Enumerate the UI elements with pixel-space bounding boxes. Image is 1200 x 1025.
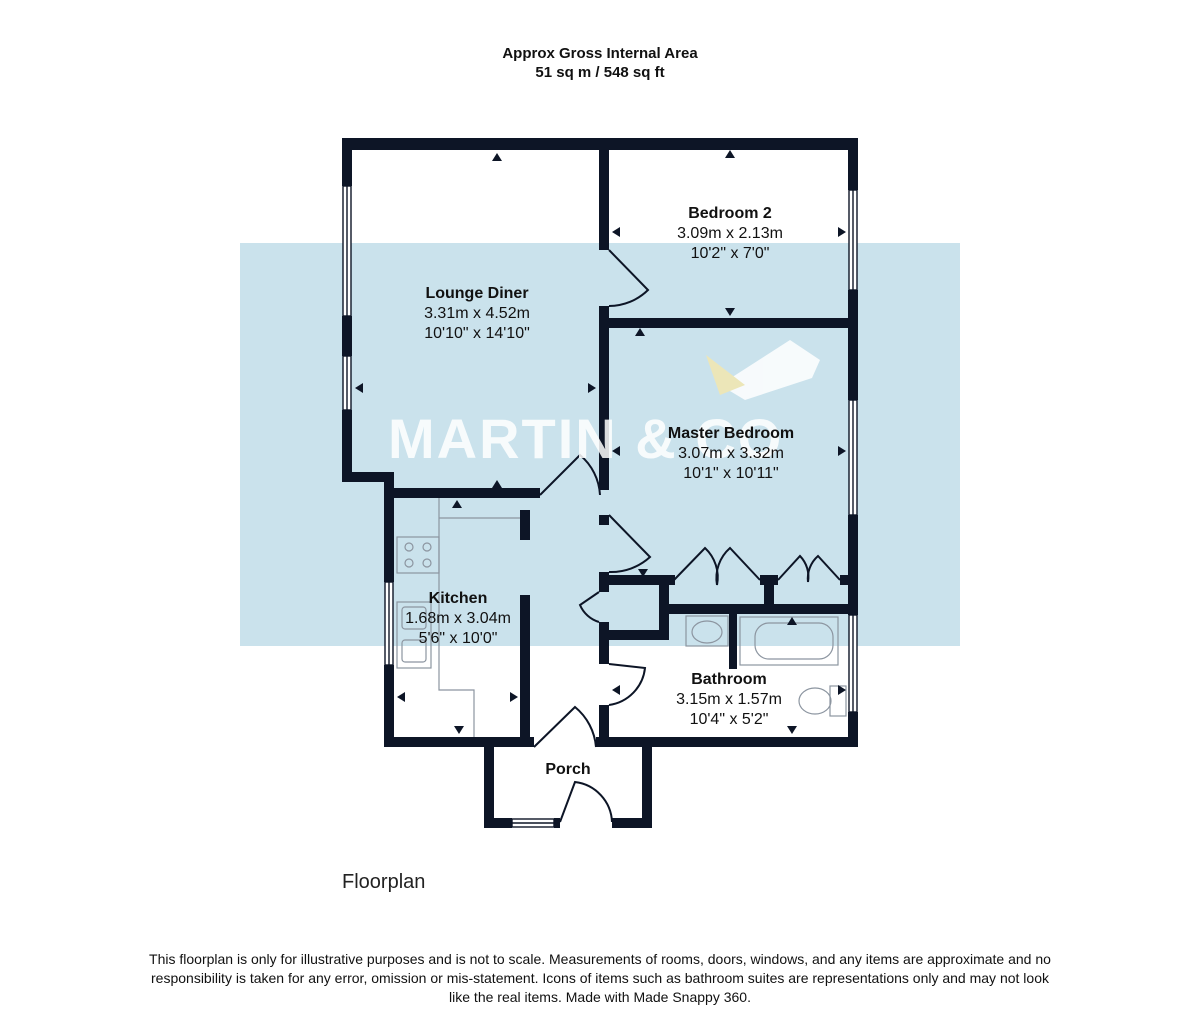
door-swing xyxy=(673,546,719,586)
room-master-bedroom: Master Bedroom 3.07m x 3.32m 10'1" x 10'… xyxy=(668,424,794,484)
door-swing xyxy=(715,546,761,586)
door-swing xyxy=(578,591,600,623)
room-name: Master Bedroom xyxy=(667,425,795,442)
bath-icon xyxy=(739,616,839,666)
area-header: Approx Gross Internal Area 51 sq m / 548… xyxy=(0,44,1200,82)
door-swing xyxy=(559,780,613,823)
room-bedroom-2: Bedroom 2 3.09m x 2.13m 10'2" x 7'0" xyxy=(677,204,783,264)
area-title: Approx Gross Internal Area xyxy=(502,45,698,62)
disclaimer-text: This floorplan is only for illustrative … xyxy=(149,951,1051,1005)
measure-markers xyxy=(355,150,846,734)
room-lounge-diner: Lounge Diner 3.31m x 4.52m 10'10" x 14'1… xyxy=(424,284,530,344)
room-name: Kitchen xyxy=(428,590,488,607)
room-metric: 3.07m x 3.32m xyxy=(678,445,784,462)
worktop-outline xyxy=(438,498,475,737)
room-name: Porch xyxy=(545,761,591,778)
walls xyxy=(342,138,858,828)
room-imperial: 10'2" x 7'0" xyxy=(690,245,770,262)
sink-icon xyxy=(396,601,432,669)
watermark-logo: MARTIN & CO xyxy=(388,407,784,470)
room-imperial: 10'10" x 14'10" xyxy=(424,325,530,342)
room-imperial: 10'1" x 10'11" xyxy=(683,465,779,482)
room-metric: 1.68m x 3.04m xyxy=(405,610,511,627)
basin-icon xyxy=(685,615,729,647)
room-name: Lounge Diner xyxy=(425,285,529,302)
room-imperial: 10'4" x 5'2" xyxy=(689,711,769,728)
logo-icon xyxy=(706,340,820,400)
room-kitchen: Kitchen 1.68m x 3.04m 5'6" x 10'0" xyxy=(405,589,511,649)
door-swing xyxy=(608,249,650,307)
room-name: Bathroom xyxy=(691,671,767,688)
door-swing xyxy=(539,453,601,496)
door-swing xyxy=(806,554,841,583)
room-metric: 3.09m x 2.13m xyxy=(677,225,783,242)
door-swing xyxy=(608,663,647,706)
area-value: 51 sq m / 548 sq ft xyxy=(535,64,665,81)
door-swing xyxy=(608,514,652,574)
floorplan-caption: Floorplan xyxy=(342,871,426,893)
doors xyxy=(533,249,841,823)
room-imperial: 5'6" x 10'0" xyxy=(418,630,498,647)
windows xyxy=(342,185,858,828)
room-porch: Porch xyxy=(545,760,590,780)
door-swing xyxy=(533,705,597,748)
room-bathroom: Bathroom 3.15m x 1.57m 10'4" x 5'2" xyxy=(676,670,782,730)
room-metric: 3.15m x 1.57m xyxy=(676,691,782,708)
room-metric: 3.31m x 4.52m xyxy=(424,305,530,322)
room-name: Bedroom 2 xyxy=(688,205,772,222)
